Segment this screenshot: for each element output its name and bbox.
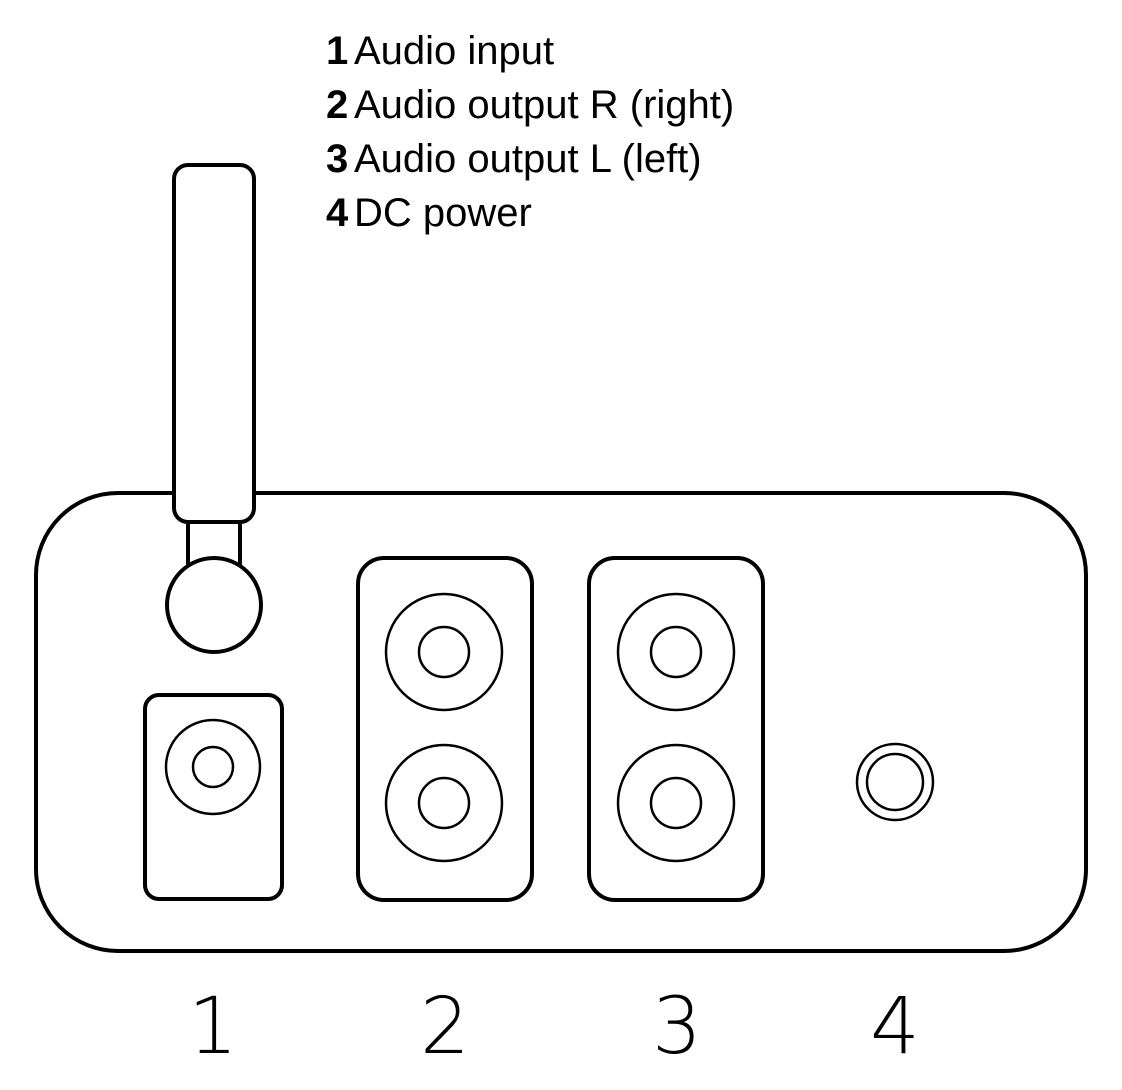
audio-output-left-housing (587, 556, 765, 902)
port-label-2: 2 (420, 982, 470, 1072)
rca-jack-bottom-outer (616, 743, 736, 863)
rca-jack-top-outer (384, 592, 504, 712)
audio-input-jack-inner (191, 745, 235, 789)
audio-input-jack-outer (164, 718, 262, 816)
rca-jack-top-outer (616, 592, 736, 712)
rca-jack-top-inner (649, 625, 703, 679)
legend-number: 2 (326, 83, 349, 127)
audio-input-housing (143, 693, 284, 901)
legend-number: 1 (326, 29, 349, 73)
audio-output-right-housing (356, 556, 534, 902)
rca-jack-bottom-outer (384, 743, 504, 863)
port-label-4: 4 (870, 982, 920, 1072)
device-body (34, 491, 1088, 953)
antenna-base (165, 556, 263, 654)
dc-power-jack-inner (865, 752, 925, 812)
antenna (165, 163, 263, 654)
legend-label: Audio output L (left) (354, 137, 702, 181)
port-dc-power (855, 742, 935, 822)
legend-number: 3 (326, 137, 349, 181)
legend-number: 4 (326, 191, 349, 235)
dc-power-jack-outer (855, 742, 935, 822)
rca-jack-top-inner (417, 625, 471, 679)
rca-jack-bottom-inner (417, 776, 471, 830)
antenna-rod (172, 163, 256, 524)
port-label-1: 1 (188, 982, 238, 1072)
port-label-3: 3 (652, 982, 702, 1072)
port-audio-output-left (587, 556, 765, 902)
legend-label: Audio output R (right) (354, 83, 735, 127)
rca-jack-bottom-inner (649, 776, 703, 830)
port-audio-input (143, 693, 284, 901)
legend-label: DC power (354, 191, 532, 235)
legend-label: Audio input (354, 29, 555, 73)
port-audio-output-right (356, 556, 534, 902)
